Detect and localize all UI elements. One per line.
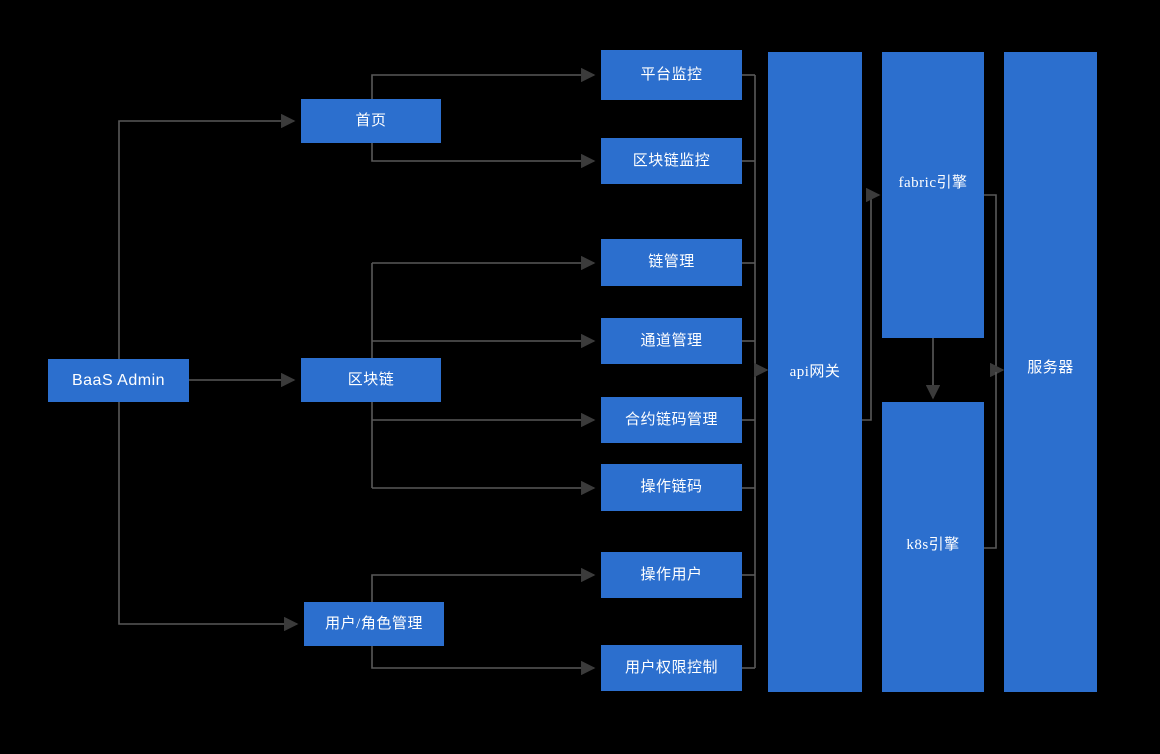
node-category-blockchain[interactable]: 区块链 — [301, 358, 441, 402]
node-baas-admin[interactable]: BaaS Admin — [48, 359, 189, 402]
node-baas-admin-label: BaaS Admin — [71, 371, 166, 389]
node-category-home-label: 首页 — [355, 111, 387, 129]
edge-user-to-operate-user — [371, 567, 596, 603]
node-fabric-engine-label: fabric引擎 — [898, 175, 968, 191]
node-feature-channel-management[interactable]: 通道管理 — [601, 318, 742, 364]
node-feature-user-permission-control[interactable]: 用户权限控制 — [601, 645, 742, 691]
node-category-blockchain-label: 区块链 — [347, 370, 395, 388]
node-k8s-engine-label: k8s引擎 — [906, 537, 960, 553]
edge-k8s-to-server — [984, 372, 997, 549]
node-feature-contract-chaincode-management[interactable]: 合约链码管理 — [601, 397, 742, 443]
edge-home-to-platform-monitor — [371, 67, 596, 100]
edge-home-to-chain-monitor — [371, 142, 596, 169]
node-api-gateway-label: api网关 — [789, 363, 841, 380]
node-feature-platform-monitor-label: 平台监控 — [640, 65, 703, 83]
node-feature-contract-chaincode-management-label: 合约链码管理 — [624, 410, 718, 428]
node-fabric-engine[interactable]: fabric引擎 — [882, 52, 984, 338]
edge-gateway-to-fabric — [862, 187, 881, 421]
node-feature-channel-management-label: 通道管理 — [640, 331, 703, 349]
node-feature-operate-user-label: 操作用户 — [640, 565, 703, 583]
node-category-user-role-label: 用户/角色管理 — [325, 615, 423, 632]
node-feature-operate-chaincode-label: 操作链码 — [640, 478, 703, 496]
node-feature-operate-user[interactable]: 操作用户 — [601, 552, 742, 598]
node-feature-blockchain-monitor-label: 区块链监控 — [632, 151, 711, 169]
edge-user-to-permission — [371, 646, 596, 676]
edge-fabric-to-server — [984, 194, 1005, 378]
node-api-gateway[interactable]: api网关 — [768, 52, 862, 692]
node-feature-user-permission-control-label: 用户权限控制 — [624, 658, 718, 676]
node-feature-chain-management-label: 链管理 — [648, 253, 695, 271]
node-category-home[interactable]: 首页 — [301, 99, 441, 143]
node-feature-operate-chaincode[interactable]: 操作链码 — [601, 464, 742, 511]
node-feature-platform-monitor[interactable]: 平台监控 — [601, 50, 742, 100]
node-feature-chain-management[interactable]: 链管理 — [601, 239, 742, 286]
edge-root-to-home — [118, 113, 296, 380]
node-server-label: 服务器 — [1027, 359, 1074, 376]
node-server[interactable]: 服务器 — [1004, 52, 1097, 692]
node-k8s-engine[interactable]: k8s引擎 — [882, 402, 984, 692]
node-category-user-role[interactable]: 用户/角色管理 — [304, 602, 444, 646]
node-feature-blockchain-monitor[interactable]: 区块链监控 — [601, 138, 742, 184]
edge-root-to-user — [118, 380, 299, 632]
